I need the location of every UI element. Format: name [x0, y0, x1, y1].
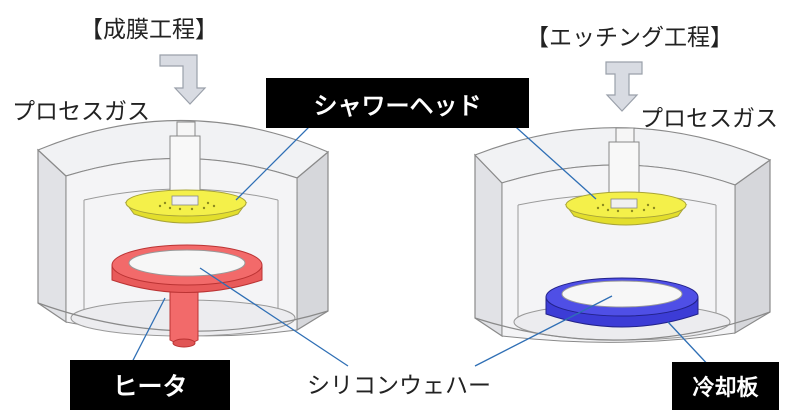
leader-lines: [127, 117, 713, 371]
right-chamber: [473, 127, 772, 343]
leader-wafer-right: [474, 295, 613, 367]
leader-heater: [127, 297, 166, 371]
silicon-wafer-label: シリコンウェハー: [307, 373, 491, 399]
left-silicon-wafer: [128, 249, 246, 277]
leader-wafer-left: [199, 267, 349, 367]
left-gas-pipe: [169, 135, 201, 201]
deposition-process-title: 【成膜工程】: [80, 17, 218, 43]
right-chamber-liner: [517, 205, 717, 330]
left-pipe-under: [171, 195, 199, 206]
cooling-plate-label: 冷却板: [672, 362, 779, 410]
right-chamber-right-wall: [734, 158, 771, 335]
left-gas-arrow-icon: [159, 54, 207, 105]
shower-head-label: シャワーヘッド: [266, 78, 529, 128]
left-chamber-right-wall: [296, 150, 329, 332]
leader-cooling-plate: [667, 321, 713, 370]
left-heater-stem-end: [172, 338, 196, 348]
process-gas-label-left: プロセスガス: [12, 99, 150, 125]
leader-shower-head-right: [507, 119, 597, 200]
right-shower-holes: [596, 203, 656, 213]
heater-label: ヒータ: [70, 360, 230, 410]
right-gas-arrow-icon: [605, 61, 643, 112]
right-silicon-wafer: [561, 280, 683, 308]
right-pipe-under: [610, 198, 638, 209]
right-chamber-base: [474, 311, 771, 341]
leader-shower-head-left: [235, 117, 319, 201]
left-chamber-liner: [83, 200, 279, 325]
left-chamber-outer-wall: [37, 148, 67, 324]
process-gas-label-right: プロセスガス: [640, 106, 778, 132]
left-chamber: [36, 119, 330, 348]
left-shower-holes: [158, 201, 216, 211]
etching-process-title: 【エッチング工程】: [526, 25, 733, 51]
right-chamber-outer-wall: [474, 153, 503, 338]
